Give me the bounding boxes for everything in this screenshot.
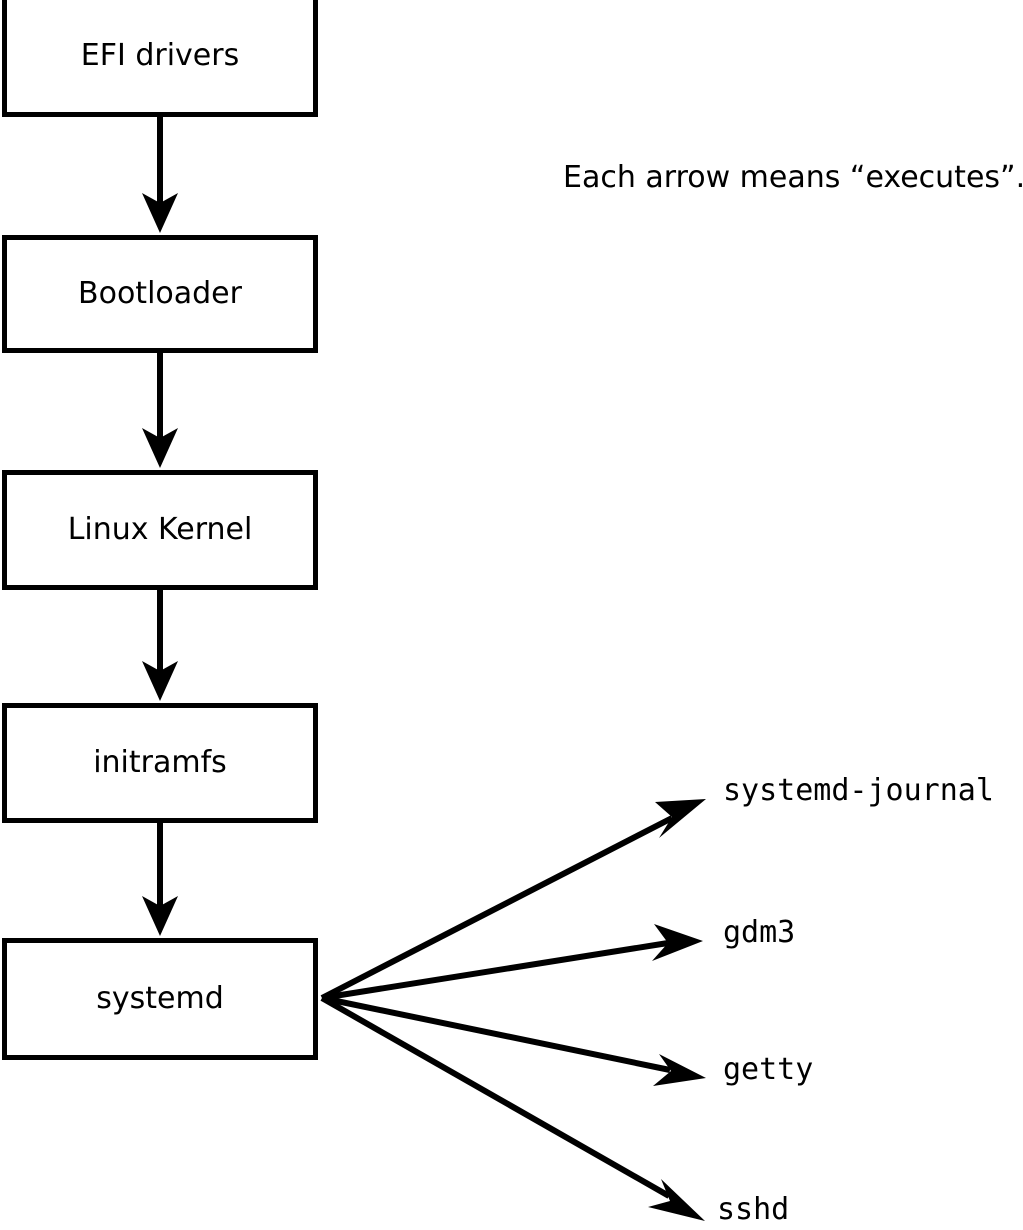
node-initramfs-label: initramfs: [93, 745, 227, 780]
leaf-label-sshd[interactable]: sshd: [717, 1192, 790, 1227]
chain-arrow-bootloader-to-kernel: [142, 353, 178, 468]
node-efi-drivers-label: EFI drivers: [80, 37, 240, 73]
leaf-label-gdm3[interactable]: gdm3: [723, 915, 796, 950]
node-linux-kernel-label: Linux Kernel: [67, 512, 253, 547]
leaf-label-getty[interactable]: getty: [723, 1052, 814, 1087]
leaf-label-systemd-journal[interactable]: systemd-journal: [723, 773, 994, 808]
fanout-arrow-getty: [321, 995, 706, 1086]
chain-arrow-efi-to-bootloader: [142, 117, 178, 233]
diagram-caption: Each arrow means “executes”.: [563, 160, 1023, 195]
node-systemd[interactable]: systemd: [2, 938, 318, 1060]
fanout-arrow-systemd-journal: [320, 799, 706, 1001]
node-systemd-label: systemd: [96, 981, 224, 1016]
fanout-arrow-sshd: [320, 995, 705, 1221]
chain-arrow-initramfs-to-systemd: [142, 823, 178, 936]
node-bootloader-label: Bootloader: [78, 276, 242, 311]
node-bootloader[interactable]: Bootloader: [2, 235, 318, 353]
fanout-arrow-gdm3: [321, 924, 703, 1001]
node-efi-drivers[interactable]: EFI drivers: [2, 0, 318, 117]
node-initramfs[interactable]: initramfs: [2, 703, 318, 823]
node-linux-kernel[interactable]: Linux Kernel: [2, 470, 318, 590]
chain-arrow-kernel-to-initramfs: [142, 590, 178, 701]
